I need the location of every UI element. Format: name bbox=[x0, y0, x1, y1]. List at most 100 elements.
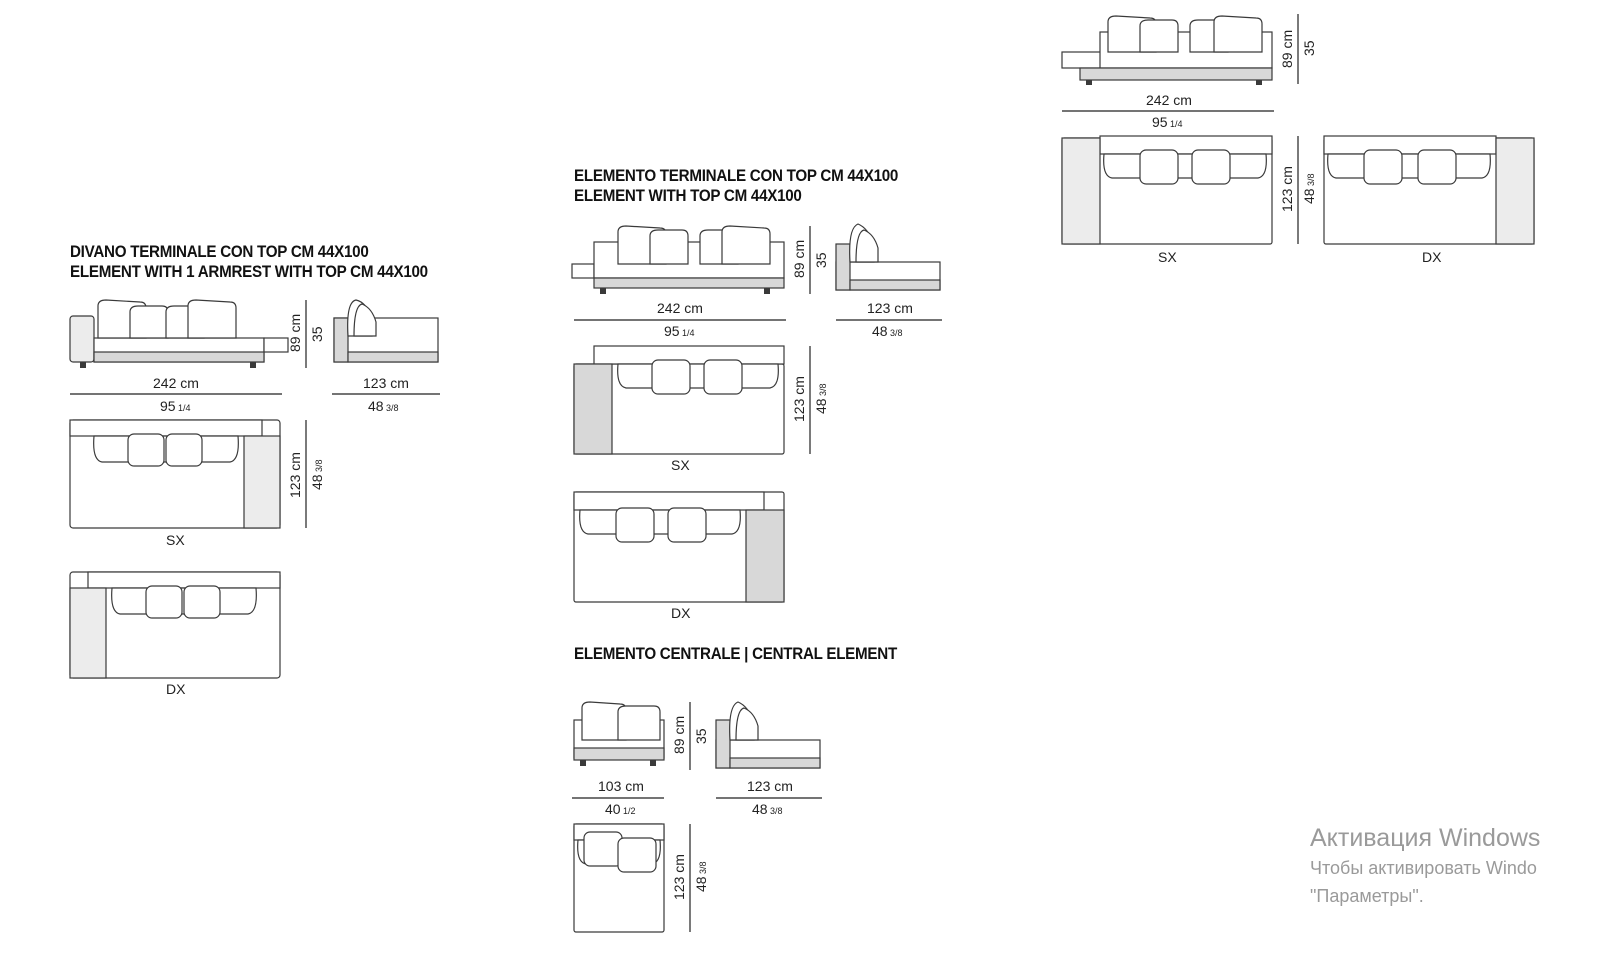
central-plan-depth-frac: 3/8 bbox=[698, 861, 708, 874]
armrest-plan-dx-back bbox=[87, 571, 281, 589]
terminal-width-in-frac: 1/4 bbox=[682, 328, 695, 338]
armrest-plan-depth-frac: 3/8 bbox=[314, 459, 324, 472]
topright-plan-dx-shelf bbox=[1495, 137, 1535, 245]
topright-label-dx: DX bbox=[1422, 249, 1442, 265]
central-plan-depth-in: 48 bbox=[693, 876, 709, 892]
armrest-width-cm: 242 cm bbox=[153, 375, 199, 391]
armrest-side-in-frac: 3/8 bbox=[386, 403, 399, 413]
central-foot-left bbox=[580, 760, 586, 766]
armrest-side-back bbox=[333, 317, 349, 363]
armrest-top-shelf bbox=[263, 337, 289, 353]
terminal-width-cm: 242 cm bbox=[657, 300, 703, 316]
armrest-title-en: ELEMENT WITH 1 ARMREST WITH TOP CM 44X10… bbox=[70, 263, 428, 281]
central-side-back bbox=[715, 719, 731, 769]
central-width-in: 40 bbox=[605, 801, 621, 817]
armrest-plan-dx bbox=[69, 571, 281, 679]
terminal-base bbox=[593, 277, 785, 289]
armrest-width-in-frac: 1/4 bbox=[178, 403, 191, 413]
central-side-base bbox=[729, 757, 821, 769]
central-title-text: ELEMENTO CENTRALE | CENTRAL ELEMENT bbox=[574, 645, 897, 663]
central-width-cm: 103 cm bbox=[598, 778, 644, 794]
central-side-pillow-2 bbox=[735, 707, 759, 741]
terminal-plan-dx-back bbox=[573, 491, 765, 511]
terminal-front-view bbox=[571, 225, 785, 294]
topright-plan-sx bbox=[1061, 135, 1273, 245]
terminal-height-cm: 89 cm bbox=[791, 240, 807, 278]
topright-foot-left bbox=[1086, 80, 1092, 85]
terminal-plan-depth-in: 48 bbox=[813, 398, 829, 414]
armrest-cushion-2 bbox=[129, 305, 169, 339]
central-side-in-frac: 3/8 bbox=[770, 806, 783, 816]
central-front-view bbox=[573, 701, 665, 766]
armrest-title-it: DIVANO TERMINALE CON TOP CM 44X100 bbox=[70, 243, 369, 261]
topright-plan-dx-back bbox=[1323, 135, 1497, 155]
topright-plan-dx bbox=[1323, 135, 1535, 245]
armrest-plan-depth-in: 48 bbox=[309, 474, 325, 490]
topright-width-in: 95 bbox=[1152, 114, 1168, 130]
armrest-plan-sx-back bbox=[69, 419, 263, 437]
armrest-plan-dx-pillow-2 bbox=[183, 585, 221, 619]
central-side-in: 48 bbox=[752, 801, 768, 817]
topright-seat-height: 35 bbox=[1301, 40, 1317, 56]
terminal-label-sx: SX bbox=[671, 457, 690, 473]
terminal-plan-sx-back bbox=[593, 345, 785, 365]
terminal-side-back bbox=[835, 243, 851, 291]
armrest-width-in: 95 bbox=[160, 398, 176, 414]
terminal-foot-right bbox=[764, 288, 770, 294]
armrest-label-sx: SX bbox=[166, 532, 185, 548]
armrest-height-cm: 89 cm bbox=[287, 314, 303, 352]
terminal-plan-sx-shelf bbox=[573, 363, 613, 455]
central-plan bbox=[573, 823, 665, 933]
topright-plan-sx-shelf bbox=[1061, 137, 1101, 245]
topright-plan-depth-frac: 3/8 bbox=[1306, 173, 1316, 186]
terminal-title-it: ELEMENTO TERMINALE CON TOP CM 44X100 bbox=[574, 167, 899, 185]
terminal-plan-sx bbox=[573, 345, 785, 455]
terminal-cushion-2 bbox=[649, 229, 689, 265]
armrest-foot-right bbox=[250, 362, 256, 368]
topright-cushion-4 bbox=[1213, 15, 1263, 53]
armrest-plan-depth-cm: 123 cm bbox=[287, 452, 303, 498]
terminal-seat-height: 35 bbox=[813, 252, 829, 268]
central-seat-height: 35 bbox=[693, 728, 709, 744]
armrest-plan-dx-pillow-1 bbox=[145, 585, 183, 619]
armrest-base bbox=[93, 351, 265, 363]
terminal-side-cm: 123 cm bbox=[867, 300, 913, 316]
central-base bbox=[573, 747, 665, 761]
terminal-plan-sx-pillow-1 bbox=[651, 359, 691, 395]
armrest-plan-sx-pillow-2 bbox=[165, 433, 203, 467]
terminal-side-base bbox=[849, 279, 941, 291]
topright-plan-dx-pillow-2 bbox=[1417, 149, 1457, 185]
topright-front-view bbox=[1061, 15, 1273, 85]
central-title: ELEMENTO CENTRALE | CENTRAL ELEMENT bbox=[574, 644, 897, 664]
armrest-title: DIVANO TERMINALE CON TOP CM 44X100 ELEME… bbox=[70, 242, 428, 282]
armrest-plan-dx-arm bbox=[69, 587, 107, 679]
topright-label-sx: SX bbox=[1158, 249, 1177, 265]
central-plan-pillow-2 bbox=[617, 837, 657, 873]
central-width-in-frac: 1/2 bbox=[623, 806, 636, 816]
armrest-cushion-4 bbox=[187, 299, 237, 339]
terminal-side-pillow-2 bbox=[855, 229, 879, 263]
topright-foot-right bbox=[1256, 80, 1262, 85]
topright-plan-dx-cushions bbox=[1327, 153, 1491, 179]
terminal-plan-dx-shelf bbox=[745, 509, 785, 603]
topright-plan-dx-pillow-1 bbox=[1363, 149, 1403, 185]
terminal-plan-depth-frac: 3/8 bbox=[818, 383, 828, 396]
terminal-plan-dx bbox=[573, 491, 785, 603]
armrest-arm bbox=[69, 315, 95, 363]
central-height-cm: 89 cm bbox=[671, 716, 687, 754]
topright-plan-sx-pillow-1 bbox=[1139, 149, 1179, 185]
topright-height-cm: 89 cm bbox=[1279, 30, 1295, 68]
topright-top-shelf bbox=[1061, 51, 1103, 69]
watermark-line1: Чтобы активировать Windo bbox=[1310, 858, 1537, 878]
armrest-plan-sx bbox=[69, 419, 281, 529]
armrest-foot-left bbox=[80, 362, 86, 368]
terminal-plan-sx-pillow-2 bbox=[703, 359, 743, 395]
armrest-plan-sx-arm bbox=[243, 435, 281, 529]
terminal-title: ELEMENTO TERMINALE CON TOP CM 44X100 ELE… bbox=[574, 166, 898, 206]
armrest-side-in: 48 bbox=[368, 398, 384, 414]
terminal-plan-sx-cushions bbox=[617, 363, 779, 389]
topright-plan-sx-back bbox=[1099, 135, 1273, 155]
armrest-side-pillow-2 bbox=[353, 303, 377, 337]
terminal-plan-depth-cm: 123 cm bbox=[791, 376, 807, 422]
